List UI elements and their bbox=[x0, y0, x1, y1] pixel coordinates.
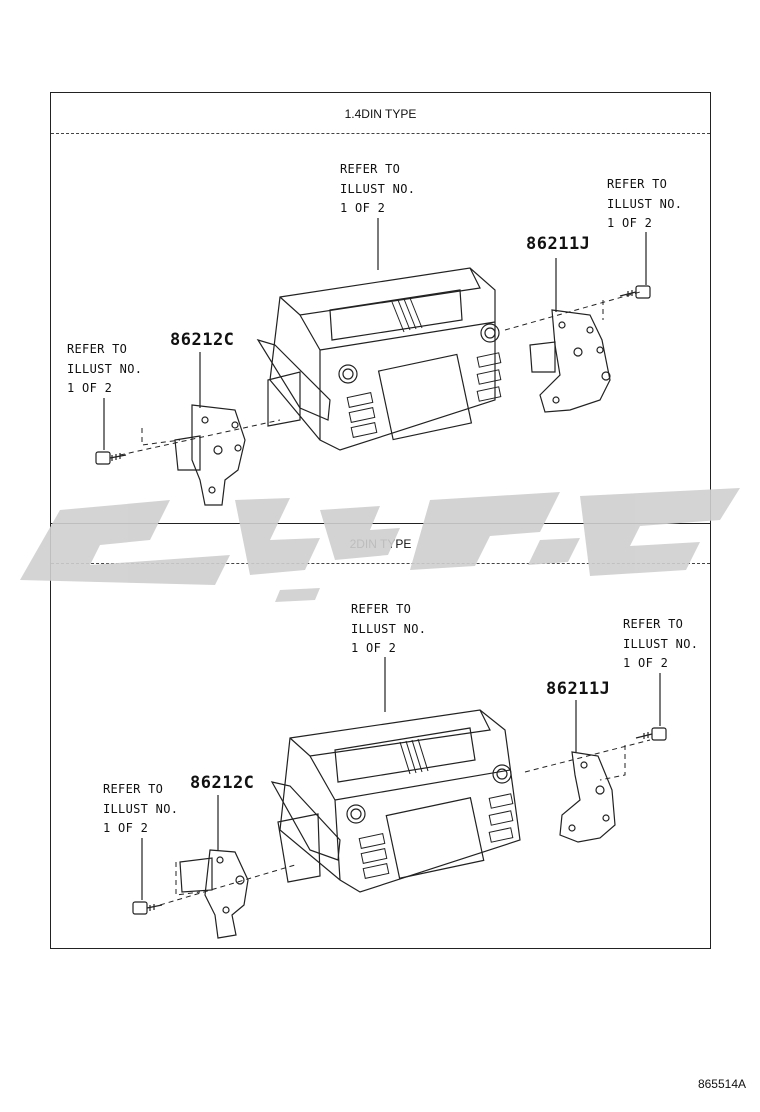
unit-bezel-wing bbox=[256, 338, 331, 421]
section-title-1: 1.4DIN TYPE bbox=[344, 107, 417, 121]
bolt-left-1 bbox=[95, 451, 127, 465]
dash-line bbox=[524, 739, 651, 773]
bracket-left-1 bbox=[174, 404, 246, 506]
part-number-left-2: 86212C bbox=[190, 773, 255, 793]
unit-upper-opening bbox=[334, 727, 476, 783]
bolt-right-2 bbox=[635, 727, 667, 741]
section-1-drawing bbox=[95, 218, 651, 506]
unit-panel-edge bbox=[334, 769, 511, 801]
unit-outline bbox=[269, 267, 496, 451]
bracket-right-1 bbox=[529, 309, 611, 413]
head-unit-2 bbox=[270, 709, 521, 893]
part-number-left-1: 86212C bbox=[170, 330, 235, 350]
note-refer-right-2: REFER TO ILLUST NO. 1 OF 2 bbox=[623, 617, 699, 670]
illustration-code: 865514A bbox=[697, 1077, 746, 1091]
unit-upper-opening bbox=[329, 289, 463, 341]
bracket-right-2 bbox=[559, 751, 616, 843]
left-knob bbox=[346, 804, 366, 824]
note-refer-left-2: REFER TO ILLUST NO. 1 OF 2 bbox=[103, 782, 179, 835]
bolt-left-2 bbox=[132, 901, 163, 915]
part-number-right-1: 86211J bbox=[526, 234, 591, 254]
unit-side bbox=[309, 755, 341, 881]
note-refer-left-1: REFER TO ILLUST NO. 1 OF 2 bbox=[67, 342, 143, 395]
right-knob bbox=[492, 764, 512, 784]
header-divider-2 bbox=[51, 563, 710, 564]
unit-rear-box bbox=[267, 371, 301, 427]
section-2-drawing bbox=[132, 657, 667, 939]
left-knob bbox=[338, 364, 358, 384]
dash-line bbox=[504, 291, 641, 331]
bracket-left-2 bbox=[179, 849, 249, 939]
bolt-right-1 bbox=[619, 285, 651, 299]
part-number-right-2: 86211J bbox=[546, 679, 611, 699]
dash-line bbox=[159, 864, 296, 906]
dash-line bbox=[141, 428, 181, 446]
unit-bezel-wing bbox=[270, 781, 341, 861]
note-refer-center-1: REFER TO ILLUST NO. 1 OF 2 bbox=[340, 162, 416, 215]
unit-top-edge bbox=[279, 267, 481, 316]
header-divider-1 bbox=[51, 133, 710, 134]
head-unit-1 bbox=[256, 267, 502, 451]
dash-line bbox=[175, 862, 201, 896]
unit-screen bbox=[377, 353, 473, 441]
note-refer-center-2: REFER TO ILLUST NO. 1 OF 2 bbox=[351, 602, 427, 655]
note-refer-right-1: REFER TO ILLUST NO. 1 OF 2 bbox=[607, 177, 683, 230]
right-knob bbox=[480, 323, 500, 343]
dash-line bbox=[599, 745, 626, 781]
unit-panel-edge bbox=[319, 321, 496, 351]
unit-outline bbox=[279, 709, 521, 893]
unit-rear-box bbox=[277, 813, 321, 883]
unit-side bbox=[299, 314, 321, 440]
unit-screen bbox=[385, 797, 485, 879]
